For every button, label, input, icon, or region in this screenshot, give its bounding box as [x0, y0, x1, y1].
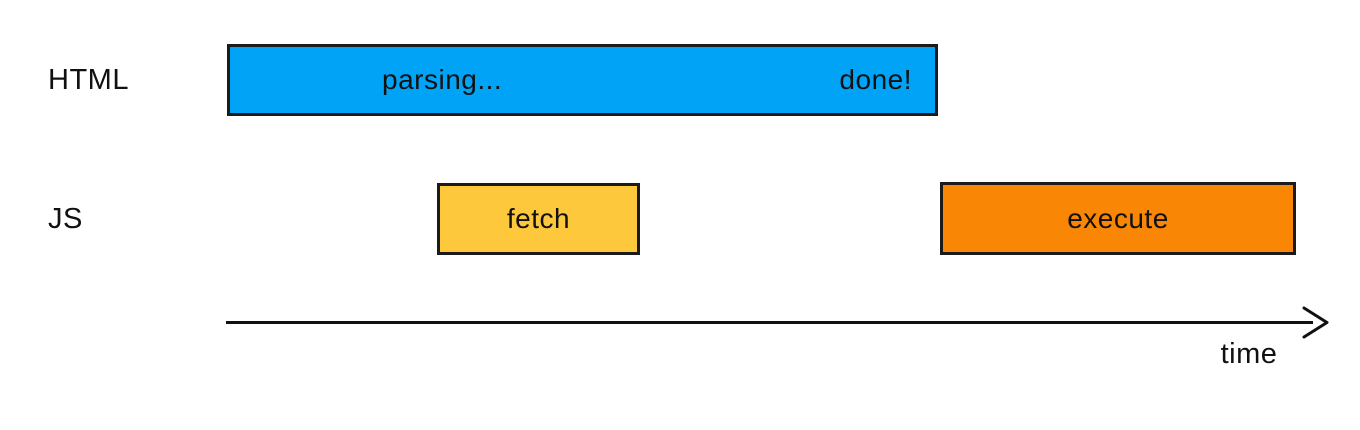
js-fetch-bar: fetch: [437, 183, 640, 255]
time-axis-label: time: [1220, 338, 1278, 370]
done-label: done!: [839, 64, 912, 95]
html-parsing-bar: parsing... done!: [227, 44, 938, 116]
execute-label: execute: [1067, 202, 1169, 234]
fetch-label: fetch: [506, 203, 571, 234]
js-execute-bar: execute: [940, 182, 1296, 255]
time-axis-arrow-icon: [226, 306, 1329, 339]
parsing-label: parsing...: [382, 64, 503, 95]
row-label-js: JS: [48, 202, 83, 235]
row-label-html: HTML: [48, 63, 129, 96]
